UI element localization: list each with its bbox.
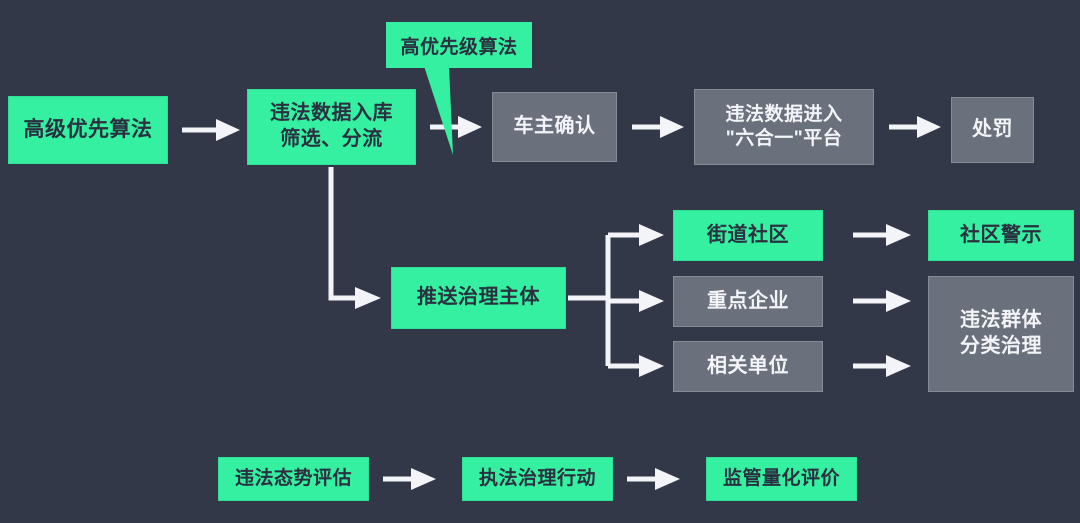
arrow-owner-confirm-to-platform	[632, 116, 684, 138]
node-illegal-data-import[interactable]: 违法数据入库 筛选、分流	[247, 89, 416, 165]
node-key-enterprise[interactable]: 重点企业	[673, 276, 823, 327]
node-street-community[interactable]: 街道社区	[673, 210, 823, 261]
elbow-import-to-push-subject	[328, 167, 381, 309]
node-quantitative-evaluation[interactable]: 监管量化评价	[706, 457, 857, 501]
callout-label: 高优先级算法	[400, 36, 518, 58]
node-push-governance-subject[interactable]: 推送治理主体	[391, 267, 566, 329]
arrow-action-to-evaluation	[627, 468, 680, 490]
arrow-related-unit-to-classification	[853, 355, 911, 377]
node-enforcement-action[interactable]: 执法治理行动	[462, 457, 613, 501]
node-owner-confirm[interactable]: 车主确认	[492, 92, 617, 162]
node-advanced-priority-algorithm[interactable]: 高级优先算法	[8, 96, 168, 164]
node-situation-assessment[interactable]: 违法态势评估	[218, 457, 369, 501]
arrow-key-enterprise-to-classification	[853, 290, 911, 312]
callout-high-priority-algorithm[interactable]: 高优先级算法	[386, 22, 532, 68]
arrow-street-community-to-warning	[853, 224, 911, 246]
node-six-in-one-platform[interactable]: 违法数据进入 "六合一"平台	[694, 89, 874, 165]
arrow-platform-to-punishment	[889, 116, 941, 138]
node-related-unit[interactable]: 相关单位	[673, 341, 823, 392]
arrow-advanced-to-import	[182, 119, 240, 141]
arrow-import-to-owner-confirm	[430, 116, 482, 138]
node-illegal-group-classification[interactable]: 违法群体 分类治理	[928, 276, 1074, 392]
node-punishment[interactable]: 处罚	[951, 97, 1034, 163]
arrow-assessment-to-action	[383, 468, 436, 490]
fork-push-subject-to-three-branches	[568, 224, 664, 377]
node-community-warning[interactable]: 社区警示	[928, 210, 1074, 261]
callout-tail	[424, 66, 453, 155]
